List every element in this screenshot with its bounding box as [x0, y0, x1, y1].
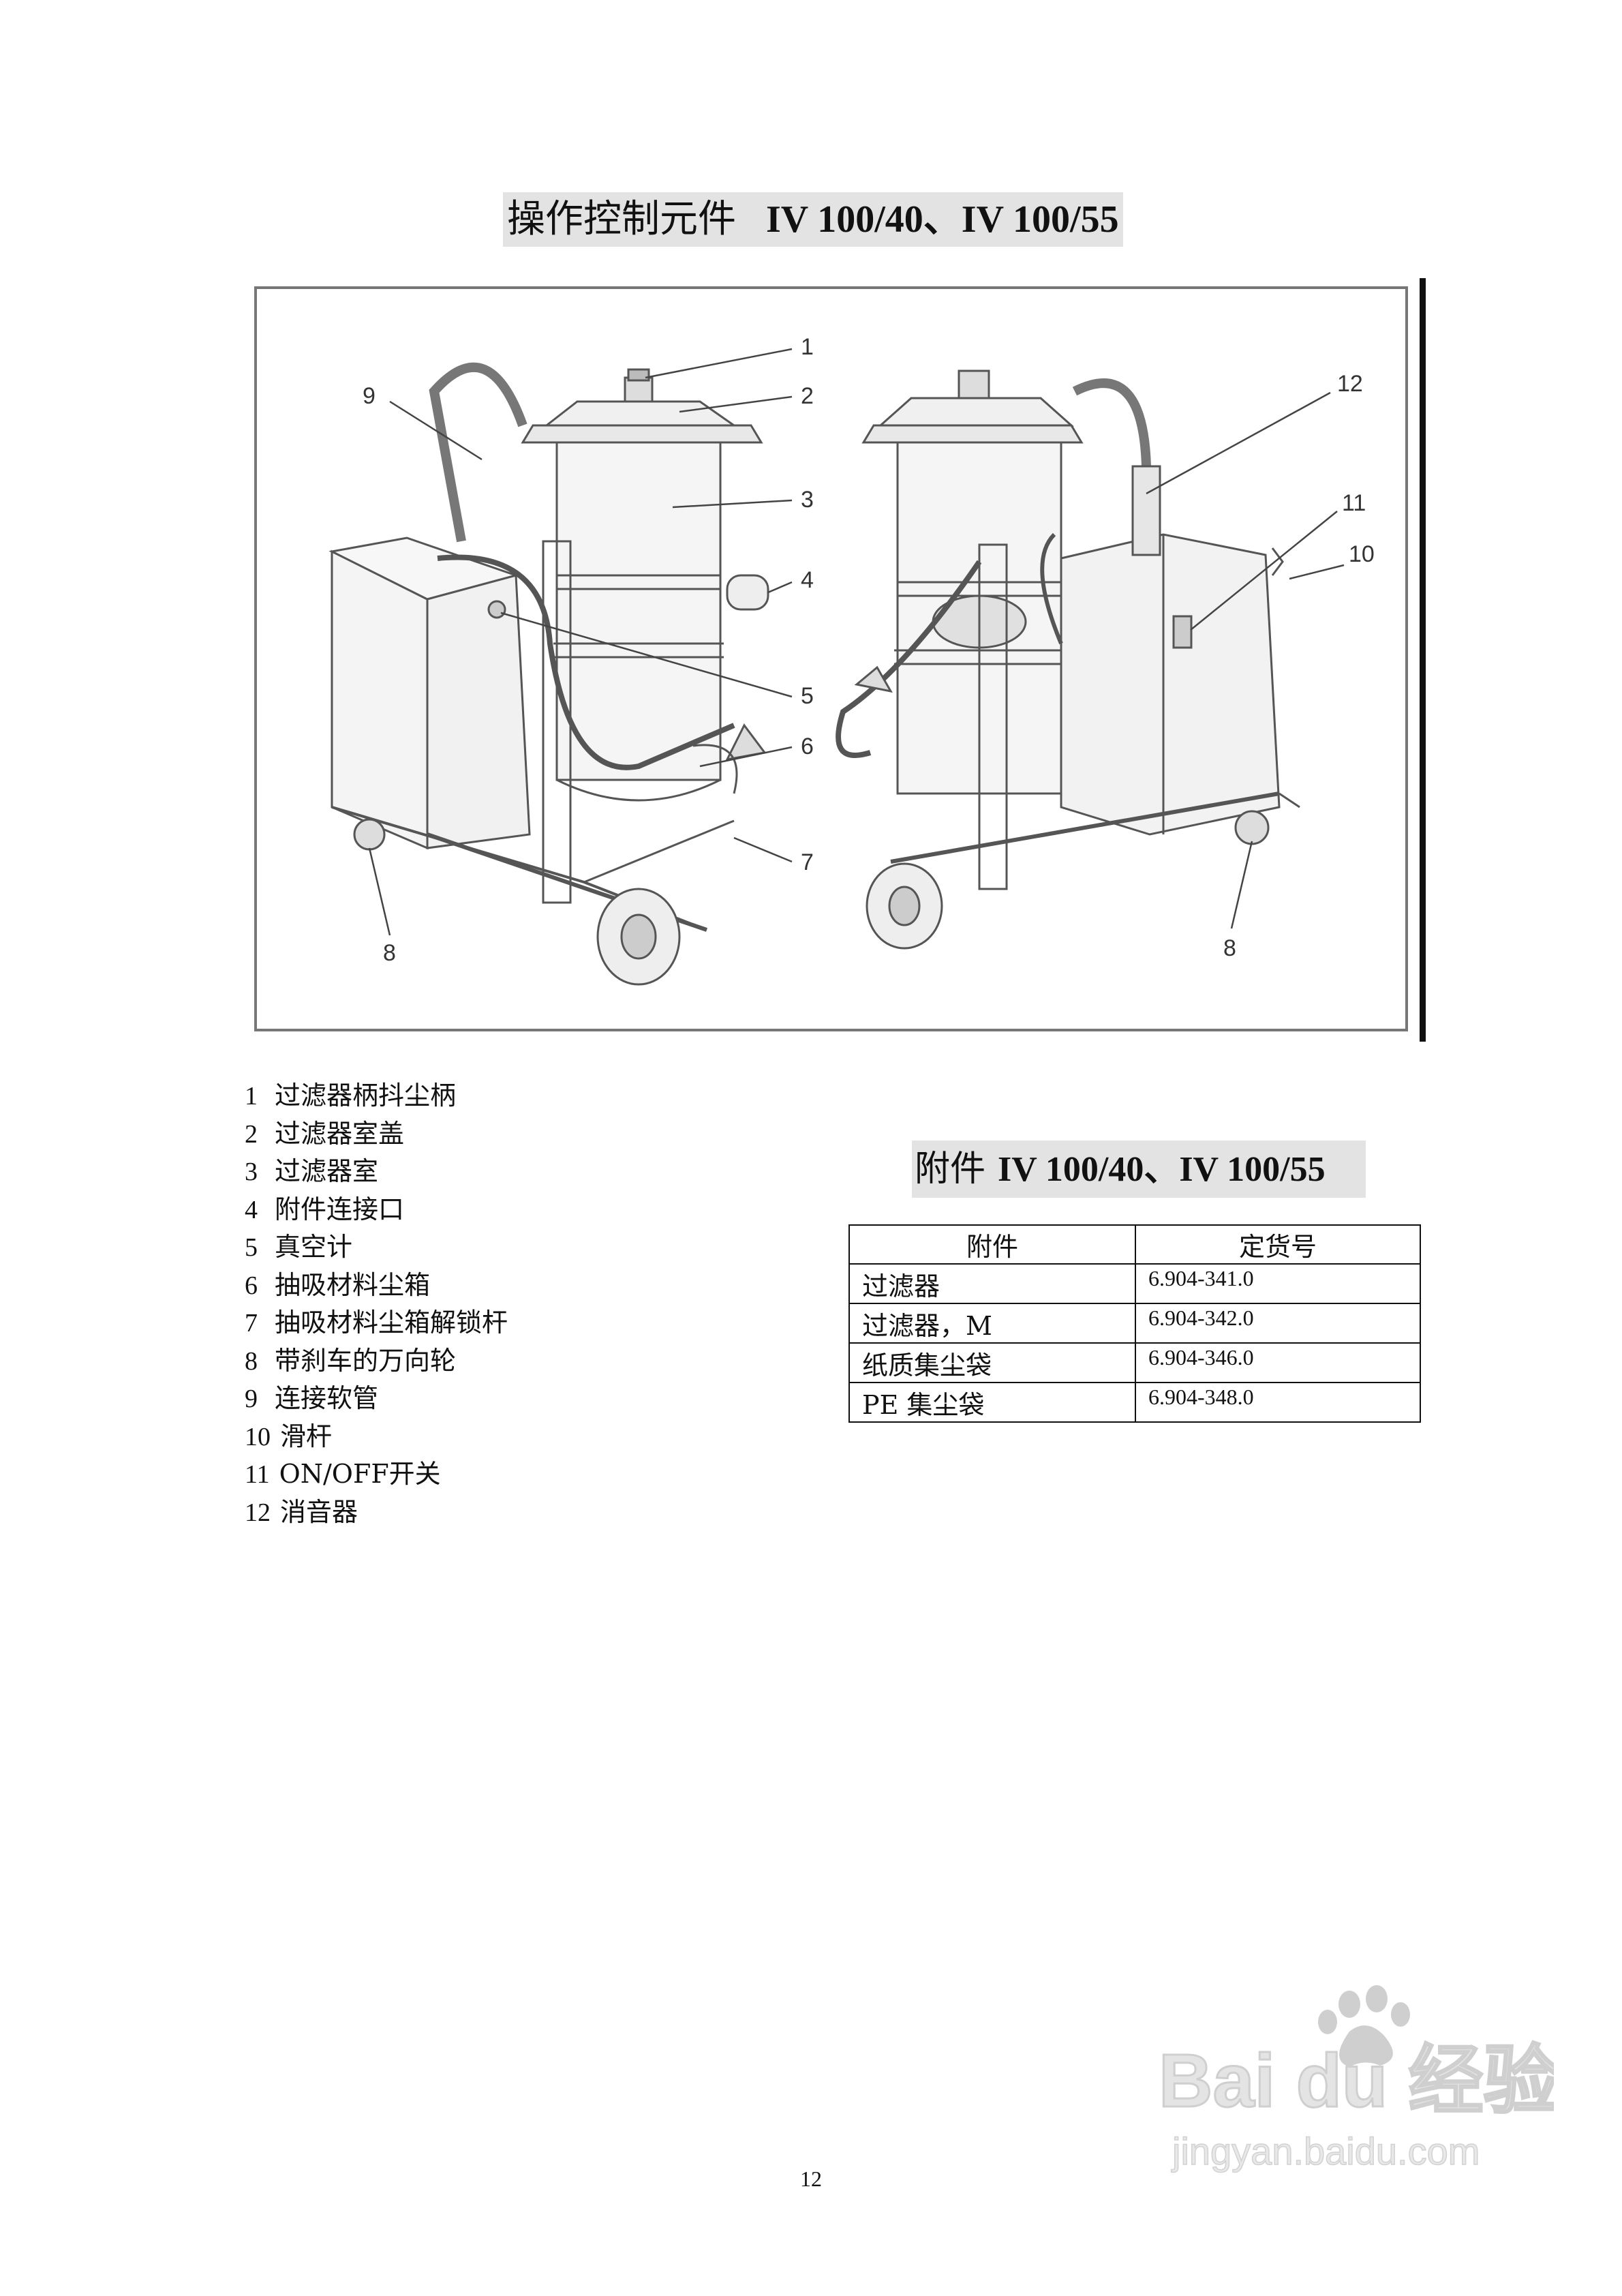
accessory-name: 过滤器，M — [848, 1303, 1136, 1344]
header-order-number: 定货号 — [1135, 1224, 1421, 1265]
watermark-brand: Bai du 经验 — [1159, 2039, 1554, 2123]
accessory-name: 纸质集尘袋 — [848, 1342, 1136, 1383]
accessory-name: PE 集尘袋 — [848, 1382, 1136, 1423]
order-number: 6.904-342.0 — [1135, 1303, 1421, 1344]
callout-4: 4 — [801, 567, 814, 593]
paw-logo-icon — [1318, 1985, 1410, 2067]
accessory-name: 过滤器 — [848, 1263, 1136, 1304]
callout-6: 6 — [801, 734, 814, 759]
table-row: 过滤器，M 6.904-342.0 — [848, 1303, 1421, 1344]
order-number: 6.904-346.0 — [1135, 1342, 1421, 1383]
table-header-row: 附件 定货号 — [848, 1224, 1421, 1265]
accessories-title-text: 附件 — [915, 1149, 986, 1190]
accessories-title-model: IV 100/40、IV 100/55 — [998, 1150, 1326, 1189]
callout-8-right: 8 — [1223, 935, 1236, 961]
callout-10: 10 — [1349, 541, 1375, 567]
callout-12: 12 — [1337, 371, 1363, 397]
callout-5: 5 — [801, 683, 814, 709]
page-title-model: IV 100/40、IV 100/55 — [766, 198, 1119, 241]
page-number: 12 — [800, 2166, 822, 2191]
accessories-title: 附件 IV 100/40、IV 100/55 — [912, 1141, 1366, 1198]
baidu-jingyan-watermark: Bai du 经验 jingyan.baidu.com — [1158, 1985, 1554, 2173]
table-row: 过滤器 6.904-341.0 — [848, 1263, 1421, 1304]
table-row: 纸质集尘袋 6.904-346.0 — [848, 1342, 1421, 1383]
header-accessory: 附件 — [848, 1224, 1136, 1265]
watermark-url: jingyan.baidu.com — [1171, 2130, 1480, 2173]
callout-7: 7 — [801, 849, 814, 875]
callout-3: 3 — [801, 487, 814, 513]
callout-8-left: 8 — [383, 940, 396, 966]
callout-1: 1 — [801, 334, 814, 360]
callout-2: 2 — [801, 383, 814, 409]
left-machine-view — [328, 362, 769, 986]
callout-11: 11 — [1342, 490, 1366, 516]
callout-lines — [368, 348, 1345, 936]
page-title: 操作控制元件 IV 100/40、IV 100/55 — [503, 192, 1123, 247]
accessories-table: 附件 定货号 过滤器 6.904-341.0 过滤器，M 6.904-342.0… — [848, 1224, 1421, 1423]
order-number: 6.904-348.0 — [1135, 1382, 1421, 1423]
right-machine-view — [836, 369, 1300, 950]
page-title-text: 操作控制元件 — [507, 197, 736, 241]
callout-9: 9 — [363, 383, 376, 409]
figure-edge-bar — [1420, 278, 1426, 1042]
callout-numbers: 1 2 3 4 5 6 7 8 9 12 11 10 8 — [363, 334, 1375, 966]
machine-figure: 1 2 3 4 5 6 7 8 9 12 11 10 8 — [254, 286, 1408, 1031]
order-number: 6.904-341.0 — [1135, 1263, 1421, 1304]
table-row: PE 集尘袋 6.904-348.0 — [848, 1382, 1421, 1423]
machine-illustration: 1 2 3 4 5 6 7 8 9 12 11 10 8 — [328, 334, 1375, 986]
